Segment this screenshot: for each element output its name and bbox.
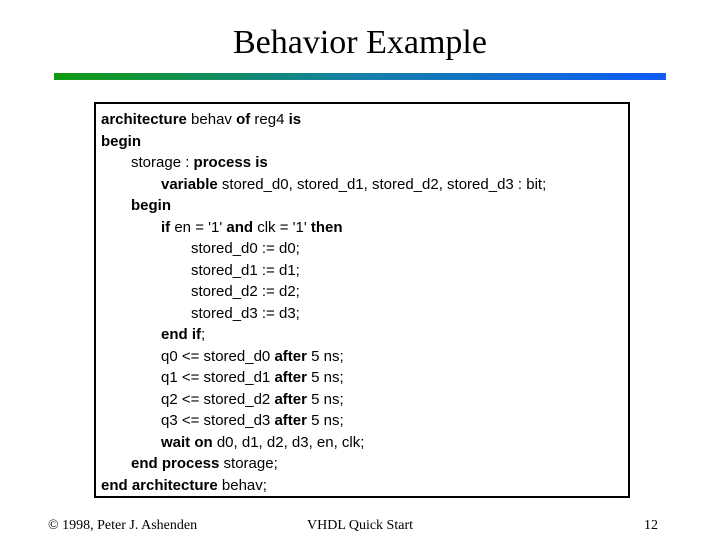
code-line: end if;	[161, 326, 206, 343]
code-line: stored_d3 := d3;	[191, 304, 300, 322]
code-line: storage : process is	[131, 154, 268, 171]
code-line: architecture behav of reg4 is	[101, 111, 302, 128]
page-title: Behavior Example	[233, 24, 487, 61]
code-line: end process storage;	[131, 455, 278, 472]
code-line: stored_d1 := d1;	[191, 261, 300, 279]
code-line: stored_d0 := d0;	[191, 240, 300, 257]
footer-copyright: © 1998, Peter J. Ashenden	[48, 518, 198, 533]
code-line: q2 <= stored_d2 after 5 ns;	[161, 390, 344, 408]
code-line: wait on d0, d1, d2, d3, en, clk;	[161, 433, 365, 451]
code-line: q0 <= stored_d0 after 5 ns;	[161, 347, 344, 365]
footer: © 1998, Peter J. Ashenden VHDL Quick Sta…	[0, 516, 720, 536]
code-line: if en = '1' and clk = '1' then	[161, 218, 343, 236]
code-line: begin	[131, 197, 171, 214]
code-line: q3 <= stored_d3 after 5 ns;	[161, 412, 344, 429]
code-line: variable stored_d0, stored_d1, stored_d2…	[161, 175, 547, 193]
code-line: stored_d2 := d2;	[191, 283, 300, 300]
footer-page-number: 12	[644, 518, 658, 533]
code-line: begin	[101, 132, 141, 150]
code-line: q1 <= stored_d1 after 5 ns;	[161, 369, 344, 386]
code-block: architecture behav of reg4 is begin storag…	[94, 102, 630, 498]
title-accent-bar	[54, 73, 666, 80]
code-line: end architecture behav;	[101, 476, 267, 494]
footer-document-title: VHDL Quick Start	[306, 518, 414, 533]
